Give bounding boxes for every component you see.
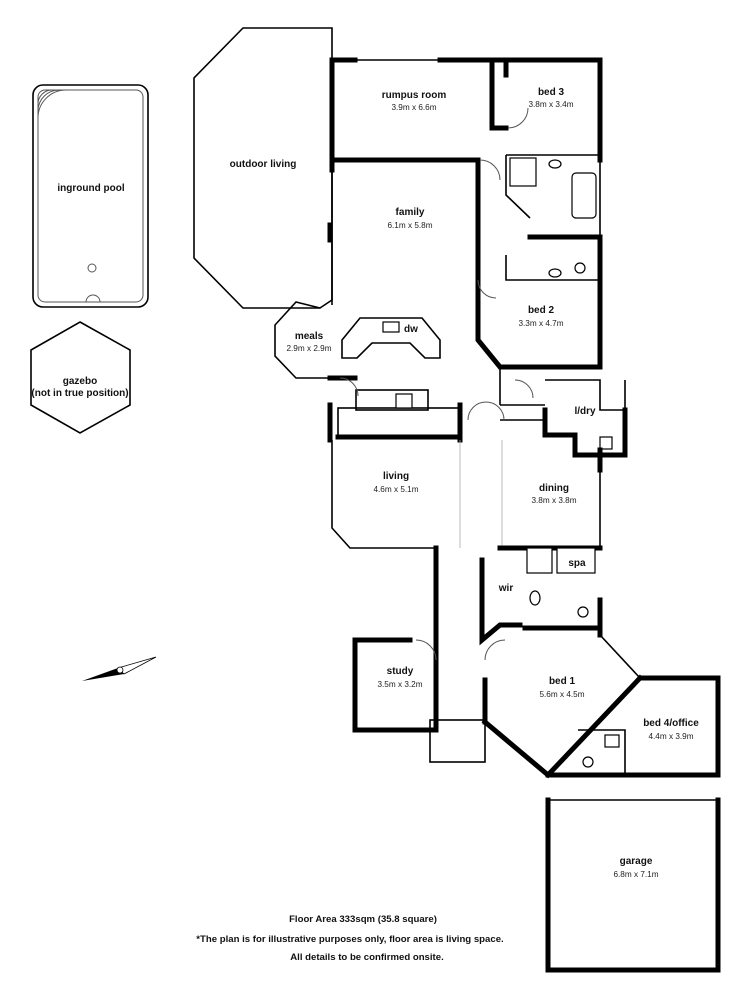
bed4-label: bed 4/office <box>643 718 699 729</box>
gazebo: gazebo (not in true position) <box>30 321 131 434</box>
dining-label: dining <box>539 483 569 494</box>
footer-notes: Floor Area 333sqm (35.8 square) *The pla… <box>196 914 503 963</box>
gazebo-label: gazebo <box>63 376 97 387</box>
family-label: family <box>396 207 425 218</box>
wir-label: wir <box>498 583 514 594</box>
meals-size: 2.9m x 2.9m <box>286 344 331 353</box>
study-size: 3.5m x 3.2m <box>377 680 422 689</box>
meals-label: meals <box>295 331 324 342</box>
laundry-label: l/dry <box>574 406 596 417</box>
rumpus-label: rumpus room <box>382 90 447 101</box>
bed3-size: 3.8m x 3.4m <box>528 100 573 109</box>
pool-label: inground pool <box>57 183 124 194</box>
confirm-note: All details to be confirmed onsite. <box>290 952 444 963</box>
north-arrow-icon <box>82 656 157 681</box>
outdoor-label: outdoor living <box>230 159 297 170</box>
study-label: study <box>387 666 414 677</box>
bed2-label: bed 2 <box>528 305 555 316</box>
walls <box>274 57 721 973</box>
rumpus-size: 3.9m x 6.6m <box>391 103 436 112</box>
inground-pool: inground pool <box>32 84 149 308</box>
outdoor-living: outdoor living <box>193 27 333 309</box>
bed2-size: 3.3m x 4.7m <box>518 319 563 328</box>
bed3-label: bed 3 <box>538 87 565 98</box>
living-label: living <box>383 471 409 482</box>
family-size: 6.1m x 5.8m <box>387 221 432 230</box>
disclaimer-note: *The plan is for illustrative purposes o… <box>196 934 503 945</box>
bed1-size: 5.6m x 4.5m <box>539 690 584 699</box>
bed4-size: 4.4m x 3.9m <box>648 732 693 741</box>
floor-area-note: Floor Area 333sqm (35.8 square) <box>289 914 437 925</box>
living-size: 4.6m x 5.1m <box>373 485 418 494</box>
bed1-label: bed 1 <box>549 676 576 687</box>
dishwasher-label: dw <box>404 324 418 335</box>
garage-size: 6.8m x 7.1m <box>613 870 658 879</box>
spa-label: spa <box>568 558 586 569</box>
garage-label: garage <box>620 856 653 867</box>
room-labels: rumpus room 3.9m x 6.6m bed 3 3.8m x 3.4… <box>286 87 699 879</box>
gazebo-note: (not in true position) <box>31 388 128 399</box>
dining-size: 3.8m x 3.8m <box>531 496 576 505</box>
